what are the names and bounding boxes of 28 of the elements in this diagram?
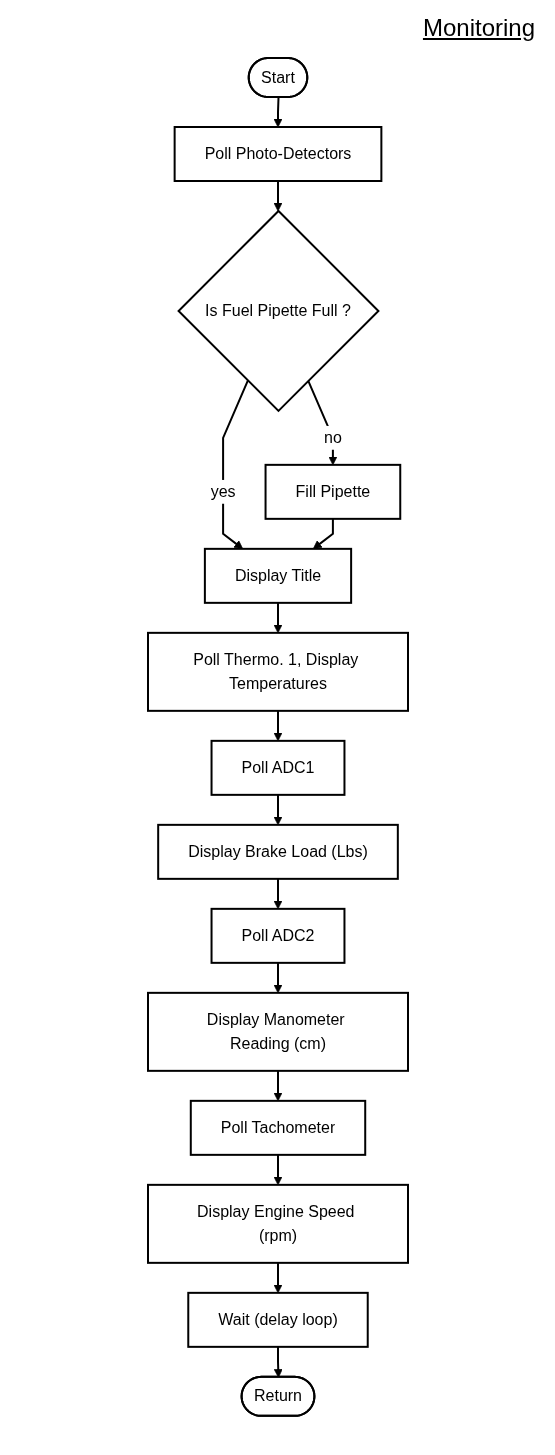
node-box: Poll Thermo. 1, Display Temperatures (146, 631, 409, 712)
edge-label: yes (210, 482, 236, 500)
arrow (273, 601, 282, 634)
node-box: Display Engine Speed (rpm) (146, 1183, 409, 1264)
node-box: Display Manometer Reading (cm) (146, 991, 409, 1072)
diagram-title: Monitoring (422, 14, 535, 42)
arrow (273, 96, 282, 128)
arrow (306, 379, 337, 466)
node-box: Poll Photo-Detectors (173, 126, 382, 182)
arrow (273, 1069, 282, 1102)
arrow (273, 709, 282, 742)
arrow (273, 961, 282, 994)
arrow (273, 877, 282, 910)
node-diamond: Is Fuel Pipette Full ? (176, 209, 380, 413)
node-box: Poll ADC2 (210, 907, 345, 964)
node-box: Poll ADC1 (210, 739, 345, 796)
arrow (273, 180, 282, 212)
node-box: Wait (delay loop) (186, 1291, 369, 1348)
node-box: Display Title (203, 547, 352, 604)
arrow (273, 1345, 283, 1378)
node-box: Display Brake Load (Lbs) (156, 823, 399, 880)
arrow (273, 1153, 282, 1186)
arrow (273, 1261, 282, 1294)
node-box: Poll Tachometer (189, 1099, 366, 1156)
edge-label: no (323, 428, 342, 446)
arrow (273, 793, 282, 826)
arrow (312, 517, 334, 550)
node-box: Fill Pipette (264, 463, 401, 520)
